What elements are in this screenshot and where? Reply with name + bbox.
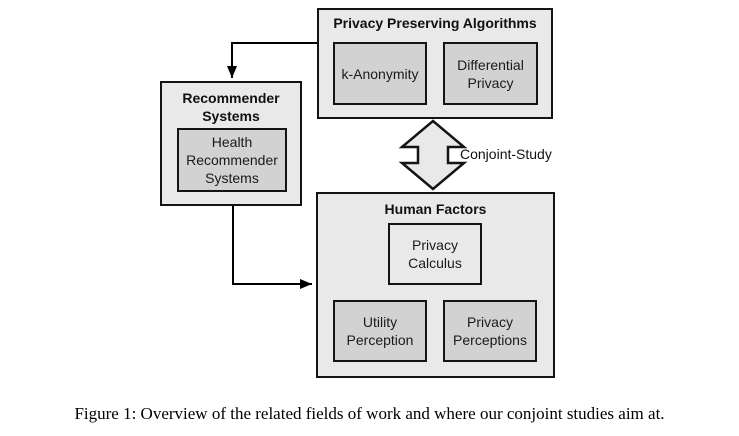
health-recommender-systems-box: Health Recommender Systems xyxy=(177,128,287,192)
utility-perception-label: Utility Perception xyxy=(346,314,414,348)
privacy-preserving-algorithms-box: Privacy Preserving Algorithms k-Anonymit… xyxy=(317,8,553,119)
human-factors-title: Human Factors xyxy=(384,201,487,217)
k-anonymity-label: k-Anonymity xyxy=(341,65,419,82)
conjoint-study-label: Conjoint-Study xyxy=(460,146,552,162)
differential-privacy-box: Differential Privacy xyxy=(443,42,538,105)
conjoint-double-arrow-icon xyxy=(398,119,468,191)
connector-ppa-to-recommender-arrow xyxy=(227,42,317,78)
human-factors-box: Human Factors Privacy Calculus Utility P… xyxy=(316,192,555,378)
health-recommender-systems-label: Health Recommender Systems xyxy=(186,134,278,186)
figure-caption: Figure 1: Overview of the related fields… xyxy=(74,404,665,423)
differential-privacy-label: Differential Privacy xyxy=(457,56,524,91)
privacy-calculus-box: Privacy Calculus xyxy=(388,223,482,285)
connector-recommender-to-human-factors-arrow xyxy=(232,206,312,289)
recommender-systems-title: Recommender Systems xyxy=(182,90,280,124)
privacy-perceptions-box: Privacy Perceptions xyxy=(443,300,537,362)
utility-perception-box: Utility Perception xyxy=(333,300,427,362)
privacy-preserving-algorithms-title: Privacy Preserving Algorithms xyxy=(333,15,537,31)
privacy-perceptions-label: Privacy Perceptions xyxy=(453,314,527,348)
k-anonymity-box: k-Anonymity xyxy=(333,42,427,105)
recommender-systems-box: Recommender Systems Health Recommender S… xyxy=(160,81,302,206)
privacy-calculus-label: Privacy Calculus xyxy=(408,237,462,271)
